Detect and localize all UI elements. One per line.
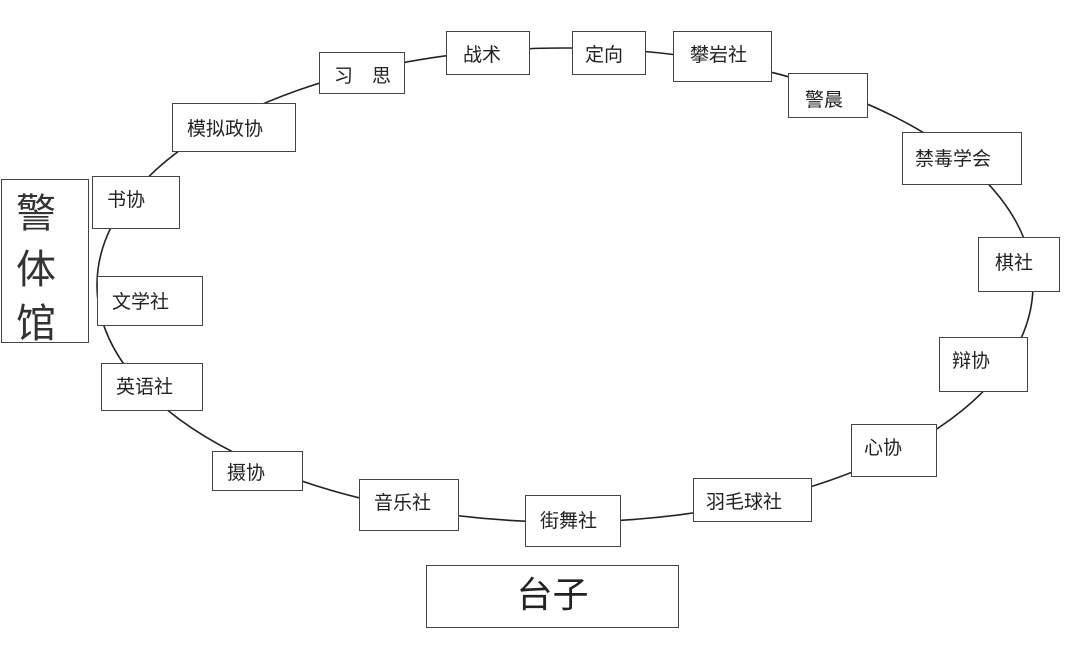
booth-label: 英语社 (116, 376, 174, 398)
booth-jinduxuehui: 禁毒学会 (902, 132, 1022, 185)
booth-label: 书协 (107, 189, 146, 211)
booth-monizhengxie: 模拟政协 (172, 103, 296, 152)
booth-zhanshu: 战术 (446, 31, 530, 75)
building-char-1: 警 (16, 191, 56, 237)
booth-label: 定向 (585, 44, 624, 66)
booth-wenxueshe: 文学社 (97, 276, 203, 326)
booth-jingchen: 警晨 (788, 73, 868, 118)
booth-label: 禁毒学会 (915, 148, 992, 170)
booth-shuxie: 书协 (92, 176, 180, 229)
booth-qishe: 棋社 (978, 237, 1060, 292)
booth-label: 音乐社 (374, 492, 432, 514)
booth-shexie: 摄协 (212, 451, 303, 491)
booth-label: 街舞社 (540, 510, 598, 532)
booth-label: 辩协 (952, 350, 991, 372)
booth-label: 羽毛球社 (706, 491, 783, 513)
booth-jiewushe: 街舞社 (525, 495, 621, 547)
booth-label: 文学社 (112, 291, 170, 313)
building-char-3: 馆 (16, 301, 56, 343)
booth-panyanshe: 攀岩社 (673, 31, 772, 82)
booth-label: 摄协 (227, 462, 266, 484)
building-char-2: 体 (16, 247, 56, 293)
booth-label: 习 思 (334, 65, 392, 87)
booth-label: 攀岩社 (690, 44, 748, 66)
booth-xisi: 习 思 (319, 52, 405, 94)
stage-box: 台子 (426, 565, 679, 628)
booth-dingxiang: 定向 (572, 31, 646, 75)
booth-label: 模拟政协 (187, 118, 264, 140)
booth-label: 心协 (864, 437, 903, 459)
booth-xinxie: 心协 (851, 424, 937, 477)
booth-bianxie: 辩协 (939, 337, 1028, 392)
booth-yumaoqiushe: 羽毛球社 (693, 478, 812, 522)
booth-label: 棋社 (995, 252, 1034, 274)
booth-label: 战术 (463, 44, 502, 66)
booth-yinyueshe: 音乐社 (359, 479, 459, 531)
booth-yingyushe: 英语社 (101, 363, 203, 411)
booth-label: 警晨 (805, 89, 844, 111)
building-jingtiguan: 警 体 馆 (1, 179, 89, 343)
stage-label: 台子 (516, 575, 589, 616)
